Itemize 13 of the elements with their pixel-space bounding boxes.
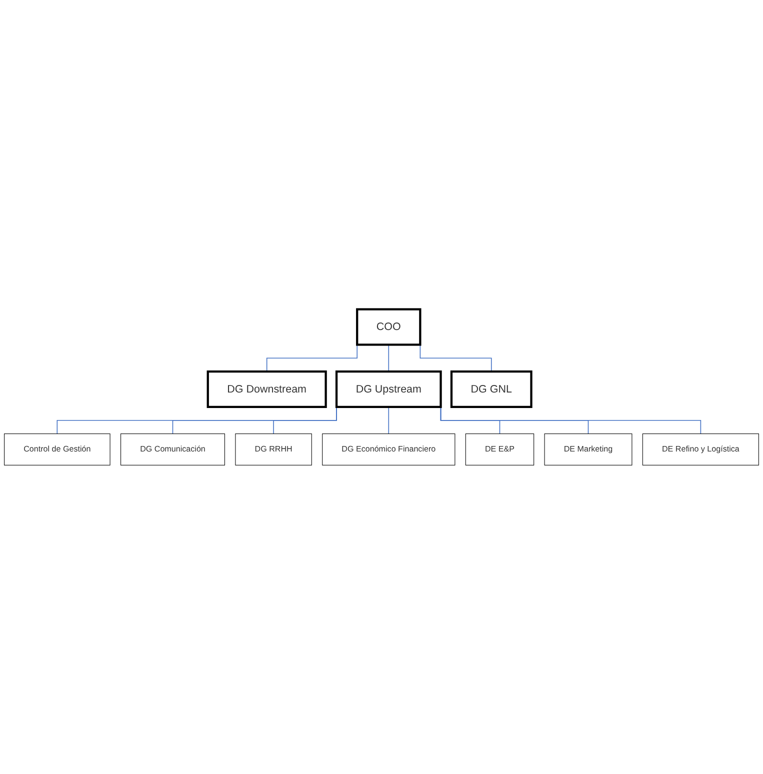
node-box: DG Comunicación	[120, 433, 225, 466]
node-box: DG GNL	[450, 370, 532, 408]
connector	[388, 406, 390, 434]
node-box: DG RRHH	[235, 433, 312, 466]
node-box: DG Económico Financiero	[322, 433, 456, 466]
connector	[388, 344, 390, 372]
node-box: DG Downstream	[206, 370, 327, 408]
node-box: Control de Gestión	[4, 433, 110, 466]
node-box: DG Upstream	[335, 370, 442, 408]
node-box: COO	[356, 308, 422, 346]
node-box: DE E&P	[465, 433, 534, 466]
node-box: DE Marketing	[544, 433, 632, 466]
node-box: DE Refino y Logística	[642, 433, 759, 466]
